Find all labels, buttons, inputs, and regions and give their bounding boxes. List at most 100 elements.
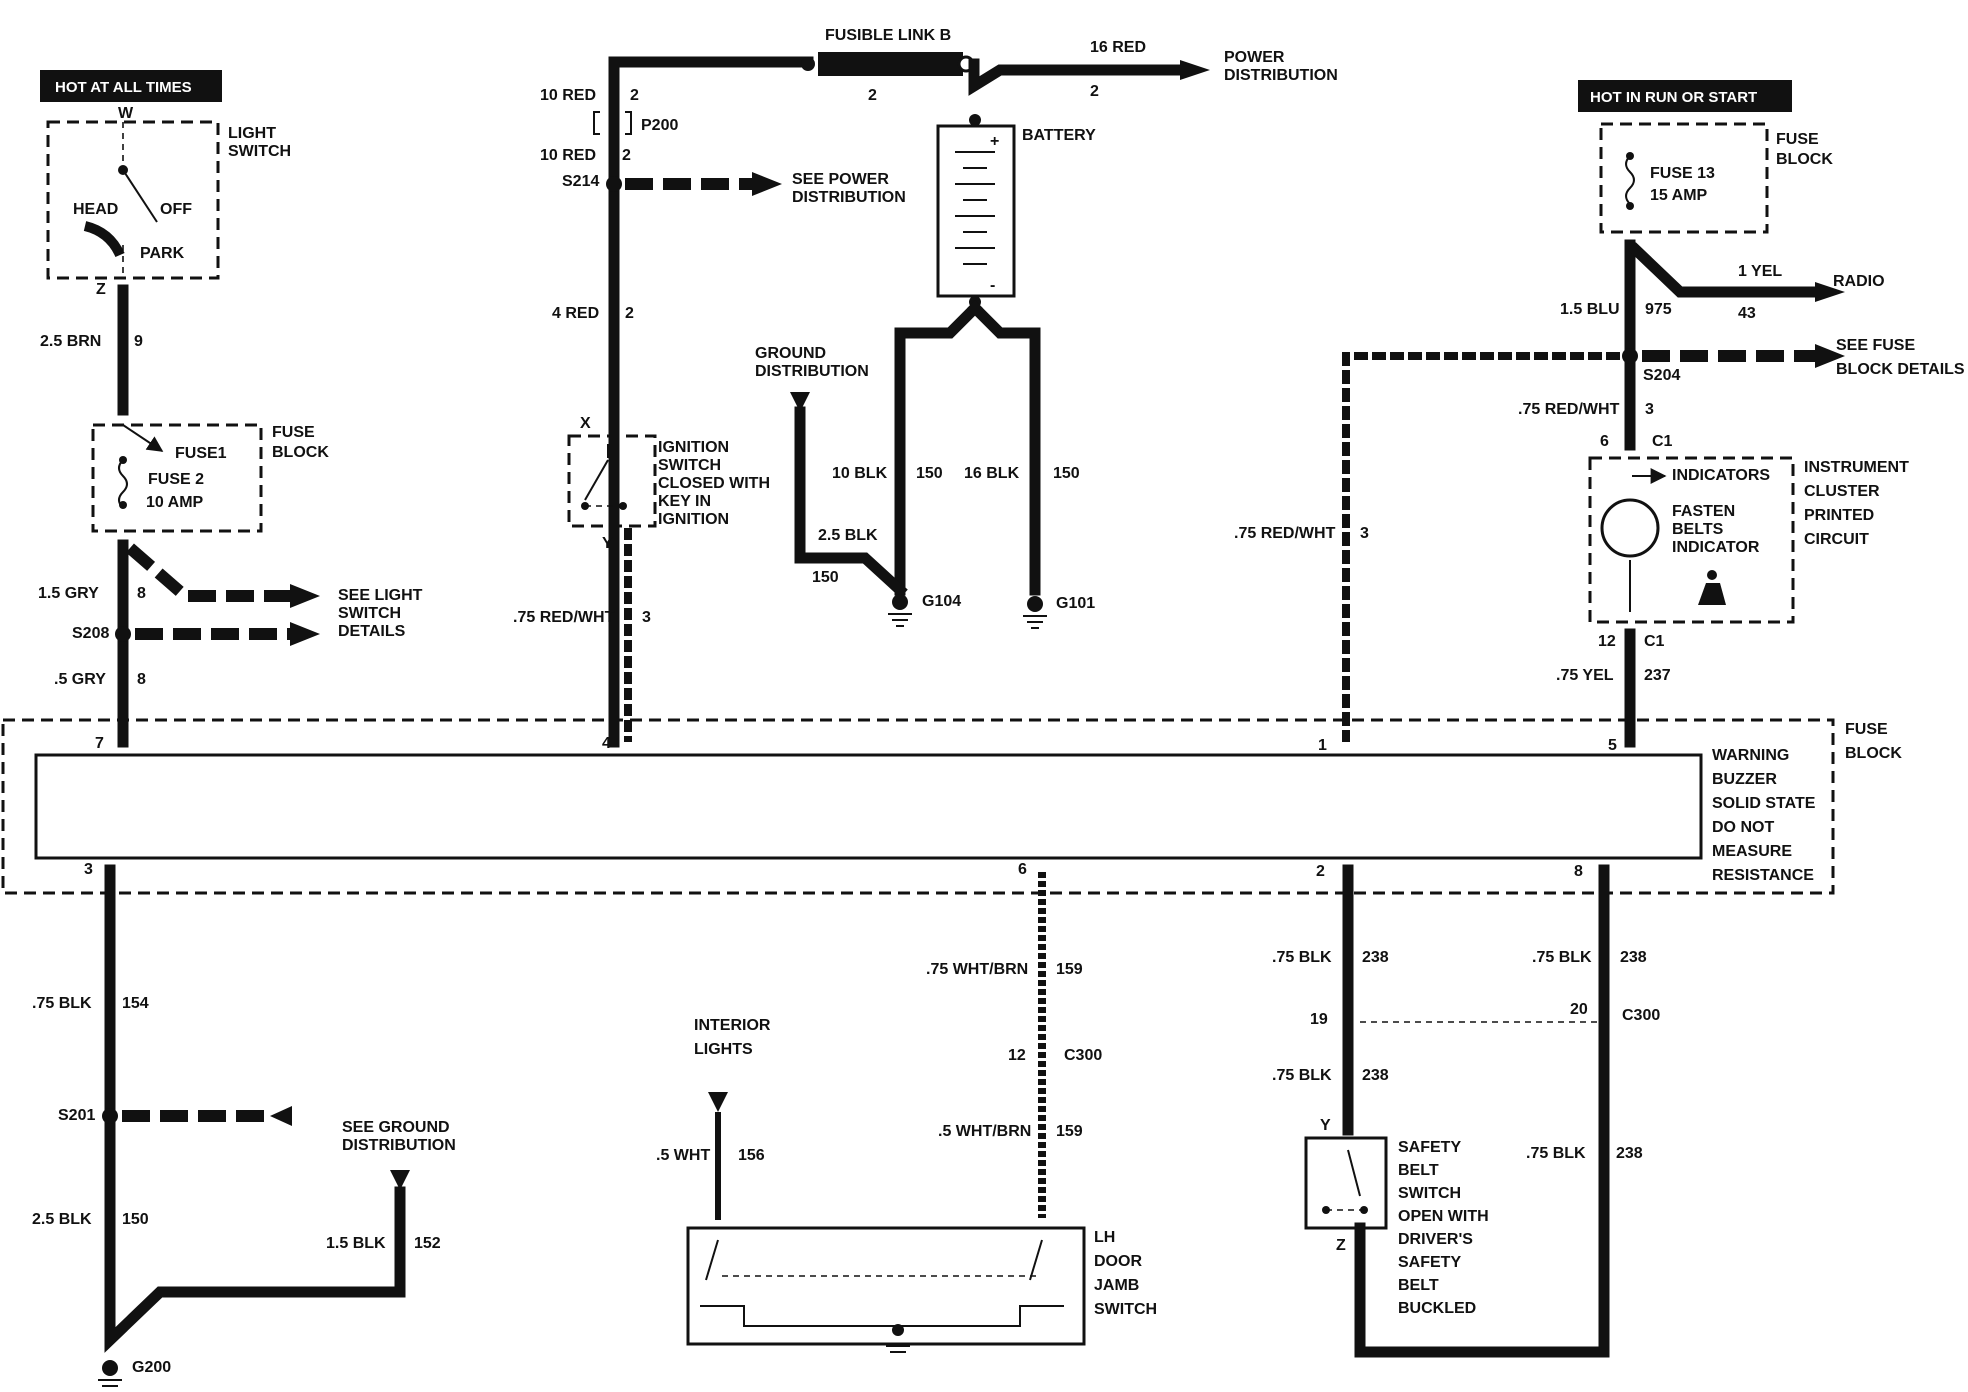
wire-16-red xyxy=(968,58,1186,96)
light-switch-blade xyxy=(122,169,158,223)
fuse-block-left-box xyxy=(91,423,263,533)
label-16red: 16 RED xyxy=(1090,39,1146,56)
wire-75-red-wht-b xyxy=(1342,352,1620,742)
label-43: 43 xyxy=(1738,305,1756,322)
fasten-belts-label: FASTEN xyxy=(1672,503,1735,520)
see-light-switch-label-3: DETAILS xyxy=(338,623,406,640)
connector-x: X xyxy=(580,415,591,432)
label-152: 152 xyxy=(414,1235,441,1252)
fasten-belts-label-3: INDICATOR xyxy=(1672,539,1760,556)
s201-arrowhead xyxy=(270,1106,292,1126)
fasten-belts-bulb xyxy=(1600,498,1660,558)
see-fuse-block-label-2: BLOCK DETAILS xyxy=(1836,361,1965,378)
see-ground-label: SEE GROUND xyxy=(342,1119,450,1136)
svg-text:MEASURE: MEASURE xyxy=(1712,843,1792,860)
svg-text:IGNITION: IGNITION xyxy=(658,511,729,528)
connector-w: W xyxy=(118,105,134,122)
fuse13-label: FUSE 13 xyxy=(1650,165,1715,182)
label-pin-6: 6 xyxy=(1600,433,1609,450)
ground-g104 xyxy=(888,594,912,627)
label-75rw-b: .75 RED/WHT xyxy=(1234,525,1336,542)
label-10blk: 10 BLK xyxy=(832,465,888,482)
fuse-block-right-label-2: BLOCK xyxy=(1776,151,1833,168)
label-8b: 8 xyxy=(137,671,146,688)
label-g200: G200 xyxy=(132,1359,171,1376)
svg-text:OPEN WITH: OPEN WITH xyxy=(1398,1208,1489,1225)
fuse-block-outline-main xyxy=(1,718,1835,895)
label-10red-b: 10 RED xyxy=(540,147,596,164)
svg-text:IGNITION: IGNITION xyxy=(658,439,729,456)
label-pin-12: 12 xyxy=(1598,633,1616,650)
fusible-link-b xyxy=(818,52,963,76)
label-5wht: .5 WHT xyxy=(656,1147,710,1164)
svg-text:SWITCH: SWITCH xyxy=(1398,1185,1461,1202)
fusible-link-node xyxy=(801,57,815,71)
lh-door-jamb-label: LH DOOR JAMB SWITCH xyxy=(1094,1229,1157,1318)
interior-lights-arrow xyxy=(708,1092,728,1112)
see-power-dist-label: SEE POWER xyxy=(792,171,889,188)
label-5gry: .5 GRY xyxy=(54,671,106,688)
connector-p200 xyxy=(593,111,632,135)
see-light-switch-arrowhead xyxy=(290,584,320,608)
label-150a: 150 xyxy=(916,465,943,482)
svg-text:INSTRUMENT: INSTRUMENT xyxy=(1804,459,1909,476)
svg-text:BELT: BELT xyxy=(1398,1277,1439,1294)
label-1yel: 1 YEL xyxy=(1738,263,1782,280)
ground-g101 xyxy=(1023,596,1047,629)
svg-text:KEY IN: KEY IN xyxy=(658,493,711,510)
svg-text:RESISTANCE: RESISTANCE xyxy=(1712,867,1814,884)
svg-text:SAFETY: SAFETY xyxy=(1398,1254,1461,1271)
svg-text:LH: LH xyxy=(1094,1229,1115,1246)
label-3b: 3 xyxy=(1645,401,1654,418)
pin-5: 5 xyxy=(1608,737,1617,754)
interior-lights-label: INTERIOR xyxy=(694,1017,771,1034)
label-238c: 238 xyxy=(1362,1067,1389,1084)
see-light-switch-label-2: SWITCH xyxy=(338,605,401,622)
ground-dist-arrow-2 xyxy=(390,1170,410,1190)
battery xyxy=(936,124,1016,298)
label-238d: 238 xyxy=(1616,1145,1643,1162)
splice-s214 xyxy=(606,176,622,192)
see-light-switch-arrowhead-2 xyxy=(290,622,320,646)
light-switch-label: LIGHT xyxy=(228,125,276,142)
label-s204: S204 xyxy=(1643,367,1680,384)
fusible-link-label: FUSIBLE LINK B xyxy=(825,27,951,44)
door-switch-blade-1 xyxy=(705,1239,719,1281)
label-75blk-238c: .75 BLK xyxy=(1272,1067,1332,1084)
fuse13-dot-bottom xyxy=(1626,202,1634,210)
ground-dist-label-2: DISTRIBUTION xyxy=(755,363,869,380)
seat-belt-icon xyxy=(1698,570,1726,605)
belt-switch-blade xyxy=(1347,1149,1361,1197)
connector-z2: Z xyxy=(1336,1237,1346,1254)
svg-text:PRINTED: PRINTED xyxy=(1804,507,1874,524)
label-link-2: 2 xyxy=(868,87,877,104)
fuse-block-left-label-2: BLOCK xyxy=(272,444,329,461)
svg-text:WARNING: WARNING xyxy=(1712,747,1789,764)
ignition-switch-label: IGNITION SWITCH CLOSED WITH KEY IN IGNIT… xyxy=(658,439,770,528)
ground-g200 xyxy=(98,1360,122,1387)
fuse13-amp: 15 AMP xyxy=(1650,187,1708,204)
hot-at-all-times-header: HOT AT ALL TIMES xyxy=(40,70,222,102)
label-75yel: .75 YEL xyxy=(1556,667,1614,684)
label-5wb: .5 WHT/BRN xyxy=(938,1123,1031,1140)
interior-lights-label-2: LIGHTS xyxy=(694,1041,753,1058)
see-power-dist-label-2: DISTRIBUTION xyxy=(792,189,906,206)
label-1.5blu: 1.5 BLU xyxy=(1560,301,1620,318)
light-switch-head: HEAD xyxy=(73,201,118,218)
fuse-block-label-right: FUSE BLOCK xyxy=(1845,721,1902,762)
svg-text:SAFETY: SAFETY xyxy=(1398,1139,1461,1156)
wire-1-yel xyxy=(1628,242,1821,298)
svg-text:SWITCH: SWITCH xyxy=(658,457,721,474)
fuse-block-left-label: FUSE xyxy=(272,424,315,441)
label-3a: 3 xyxy=(642,609,651,626)
instrument-cluster-box xyxy=(1588,456,1795,624)
splice-s201 xyxy=(102,1108,118,1124)
svg-text:BELT: BELT xyxy=(1398,1162,1439,1179)
label-2.5blk: 2.5 BLK xyxy=(818,527,878,544)
pin-1: 1 xyxy=(1318,737,1327,754)
label-s208: S208 xyxy=(72,625,109,642)
ignition-switch-box xyxy=(567,434,657,528)
fuse2-amp: 10 AMP xyxy=(146,494,204,511)
see-light-switch-arrow xyxy=(126,543,290,602)
